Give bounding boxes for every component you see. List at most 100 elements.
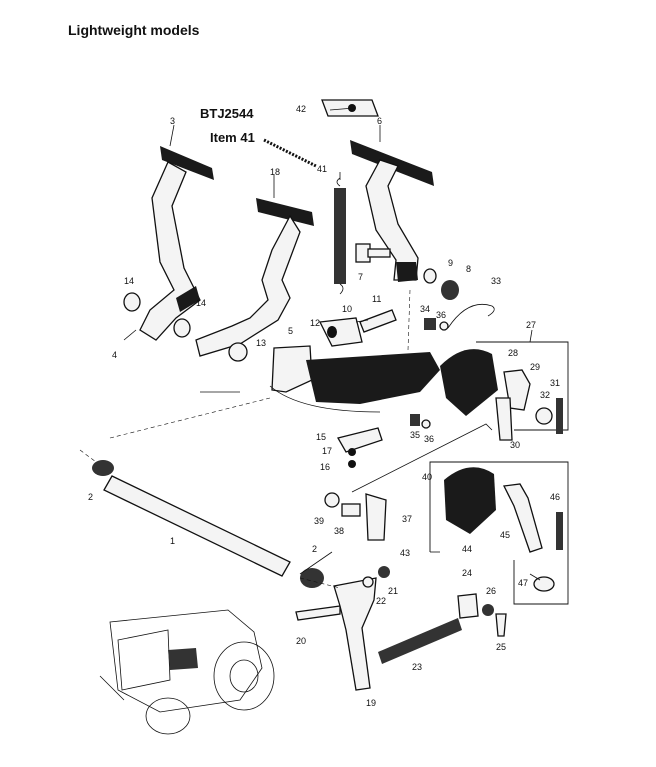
- part-5-footplate: [306, 352, 440, 404]
- part-12-washer: [327, 326, 337, 338]
- part-3-pedal-pad: [160, 146, 214, 180]
- part-9-washer: [423, 268, 437, 284]
- part-26-washer: [482, 604, 494, 616]
- part-28-cover: [440, 349, 498, 416]
- part-14-washer-left: [123, 292, 141, 312]
- callout-item-label: Item 41: [210, 130, 255, 145]
- label-38: 38: [334, 526, 344, 536]
- label-17: 17: [322, 446, 332, 456]
- part-3-pedal-shade: [176, 286, 200, 312]
- label-39: 39: [314, 516, 324, 526]
- part-7-bolt-shank: [367, 248, 391, 258]
- label-8: 8: [466, 264, 471, 274]
- label-4: 4: [112, 350, 117, 360]
- label-45: 45: [500, 530, 510, 540]
- part-25-bolt: [495, 613, 507, 637]
- part-27-group-frame: [476, 341, 569, 431]
- part-46-spring: [556, 512, 563, 550]
- label-43: 43: [400, 548, 410, 558]
- label-36-lower: 36: [424, 434, 434, 444]
- part-1-shaft: [103, 475, 291, 577]
- label-25: 25: [496, 642, 506, 652]
- part-11-bolt: [359, 309, 397, 333]
- part-13-washer: [228, 342, 248, 362]
- callout-part-number: BTJ2544: [200, 106, 254, 121]
- part-8-nut: [441, 280, 459, 300]
- label-36-top: 36: [436, 310, 446, 320]
- part-6-pedal-boss: [396, 262, 418, 282]
- part-10-lever: [319, 317, 363, 347]
- part-6-pedal-pad: [350, 140, 434, 186]
- label-30: 30: [510, 440, 520, 450]
- part-18-pedal-pad: [256, 198, 314, 226]
- part-44-cover: [444, 467, 496, 534]
- part-22-washer: [362, 576, 374, 588]
- part-38-pin: [341, 503, 361, 517]
- part-43-group-frame: [429, 461, 569, 605]
- part-36-washer-top: [439, 321, 449, 331]
- label-44: 44: [462, 544, 472, 554]
- part-2-bush-right: [300, 568, 324, 588]
- part-14-washer-center: [173, 318, 191, 338]
- label-9: 9: [448, 258, 453, 268]
- part-24-bracket: [457, 593, 479, 619]
- label-35: 35: [410, 430, 420, 440]
- label-29: 29: [530, 362, 540, 372]
- label-40: 40: [422, 472, 432, 482]
- label-31: 31: [550, 378, 560, 388]
- label-16: 16: [320, 462, 330, 472]
- part-39-washer: [324, 492, 340, 508]
- part-3-pedal-arm: [139, 161, 201, 341]
- part-41-spring: [334, 188, 346, 284]
- part-2-bush-left: [92, 460, 114, 476]
- label-26: 26: [486, 586, 496, 596]
- label-3: 3: [170, 116, 175, 126]
- label-37: 37: [402, 514, 412, 524]
- part-40-rod: [351, 423, 493, 493]
- label-33: 33: [491, 276, 501, 286]
- part-21-nut: [378, 566, 390, 578]
- part-45-arm: [503, 483, 543, 553]
- part-31-spring: [556, 398, 563, 434]
- diagram-title: Lightweight models: [68, 22, 200, 38]
- part-5-cross-shaft-boss: [271, 345, 313, 393]
- part-36-washer-lower: [421, 419, 431, 429]
- part-15-bracket: [337, 427, 383, 453]
- label-15: 15: [316, 432, 326, 442]
- callout-pointer: [263, 138, 317, 168]
- part-number-labels: 3 18 6 42 41 7 9 8 33 14 14 11 10 12 34 …: [88, 104, 560, 708]
- part-18-pedal-arm: [195, 214, 301, 357]
- label-23: 23: [412, 662, 422, 672]
- label-14-left: 14: [124, 276, 134, 286]
- label-22: 22: [376, 596, 386, 606]
- label-2-left: 2: [88, 492, 93, 502]
- part-20-bolt: [295, 605, 341, 621]
- label-13: 13: [256, 338, 266, 348]
- label-47: 47: [518, 578, 528, 588]
- label-14-center: 14: [196, 298, 206, 308]
- part-16-bolt: [348, 460, 356, 468]
- label-1: 1: [170, 536, 175, 546]
- part-37-bracket: [365, 493, 387, 541]
- part-23-spring: [378, 618, 462, 664]
- part-41-hook-bottom: [339, 283, 344, 295]
- label-10: 10: [342, 304, 352, 314]
- label-19: 19: [366, 698, 376, 708]
- part-41-hook-top: [336, 177, 341, 187]
- leader-lines: [79, 107, 541, 589]
- label-18: 18: [270, 167, 280, 177]
- part-32-washer: [535, 407, 553, 425]
- label-11: 11: [372, 294, 381, 304]
- label-5: 5: [288, 326, 293, 336]
- part-47-washer: [533, 576, 555, 592]
- part-34-bolt: [424, 318, 436, 330]
- part-19-arm: [333, 577, 377, 691]
- label-2-right: 2: [312, 544, 317, 554]
- label-21: 21: [388, 586, 398, 596]
- label-32: 32: [540, 390, 550, 400]
- label-42: 42: [296, 104, 306, 114]
- tractor-illustration: [99, 609, 275, 735]
- label-46: 46: [550, 492, 560, 502]
- label-24: 24: [462, 568, 472, 578]
